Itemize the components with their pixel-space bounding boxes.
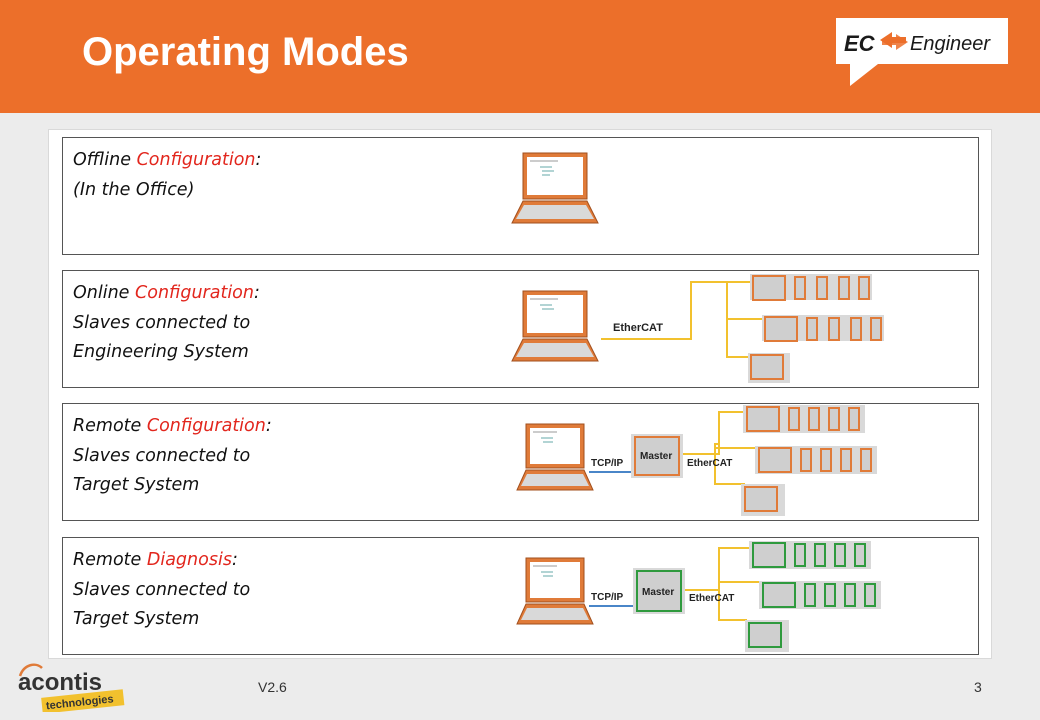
panel-online-configuration: Online Configuration: Slaves connected t…	[62, 270, 979, 388]
bus-label: EtherCAT	[689, 593, 734, 604]
mode-highlight: Configuration	[136, 150, 256, 170]
mode-suffix: :	[253, 283, 260, 303]
laptop-icon	[511, 290, 599, 362]
mode-prefix: Remote	[73, 416, 147, 436]
panel-text: Online Configuration: Slaves connected t…	[73, 279, 260, 368]
tcp-label: TCP/IP	[591, 458, 624, 469]
mode-highlight: Configuration	[135, 283, 254, 303]
slave-row-1	[750, 274, 872, 301]
logo-text-engineer: Engineer	[910, 33, 991, 55]
mode-suffix: :	[231, 550, 238, 570]
mode-description: Slaves connected to	[73, 579, 251, 600]
bus-label: EtherCAT	[687, 458, 732, 469]
page-title: Operating Modes	[82, 30, 409, 74]
slave-row-2	[755, 446, 877, 474]
remote-diagnosis-diagram: TCP/IP Master EtherCAT	[516, 541, 881, 652]
panel-text: Offline Configuration: (In the Office)	[73, 146, 261, 205]
slave-row-3	[748, 353, 790, 383]
mode-description: (In the Office)	[73, 179, 195, 200]
acontis-logo: acontis technologies	[18, 663, 125, 712]
panel-text: Remote Diagnosis: Slaves connected to Ta…	[73, 546, 250, 635]
online-diagram: EtherCAT	[511, 274, 884, 383]
laptop-icon	[516, 557, 594, 625]
ethercat-bus	[683, 411, 757, 485]
master-box: Master	[633, 568, 685, 614]
master-label: Master	[640, 451, 672, 462]
slave-row-2	[759, 581, 881, 609]
offline-diagram	[511, 152, 599, 224]
mode-suffix: :	[265, 416, 272, 436]
page-number: 3	[974, 679, 982, 695]
mode-prefix: Online	[73, 283, 136, 303]
slave-row-3	[745, 620, 789, 652]
mode-prefix: Offline	[73, 150, 137, 170]
slave-row-1	[749, 541, 871, 569]
panel-remote-diagnosis: Remote Diagnosis: Slaves connected to Ta…	[62, 537, 979, 655]
mode-description-2: Engineering System	[73, 342, 249, 362]
mode-highlight: Configuration	[146, 416, 266, 436]
mode-prefix: Remote	[73, 550, 147, 570]
laptop-icon	[511, 152, 599, 224]
master-box: Master	[631, 434, 683, 478]
version-label: V2.6	[258, 679, 287, 695]
ec-engineer-logo: EC Engineer	[836, 18, 1008, 86]
remote-configuration-diagram: TCP/IP Master EtherCAT	[516, 405, 877, 516]
bus-label: EtherCAT	[613, 322, 663, 334]
slave-row-3	[741, 484, 785, 516]
mode-description: Slaves connected to	[73, 445, 251, 466]
panel-remote-configuration: Remote Configuration: Slaves connected t…	[62, 403, 979, 521]
panel-offline-configuration: Offline Configuration: (In the Office)	[62, 137, 979, 255]
mode-description: Slaves connected to	[73, 312, 251, 333]
mode-description-2: Target System	[73, 475, 200, 495]
master-label: Master	[642, 587, 674, 598]
mode-suffix: :	[255, 150, 262, 170]
logo-arrows-icon	[880, 32, 908, 50]
header-bar: Operating Modes EC Engineer	[0, 0, 1040, 113]
company-name: acontis	[18, 669, 102, 696]
slave-row-2	[762, 315, 884, 342]
tcp-label: TCP/IP	[591, 592, 624, 603]
ethercat-bus	[685, 547, 761, 621]
laptop-icon	[516, 423, 594, 491]
ethercat-bus	[601, 281, 765, 358]
slave-row-1	[743, 405, 865, 433]
logo-text-ec: EC	[844, 31, 876, 56]
mode-description-2: Target System	[73, 609, 200, 629]
mode-highlight: Diagnosis	[146, 550, 232, 570]
acontis-swirl-icon	[18, 663, 43, 677]
panel-text: Remote Configuration: Slaves connected t…	[73, 412, 272, 501]
